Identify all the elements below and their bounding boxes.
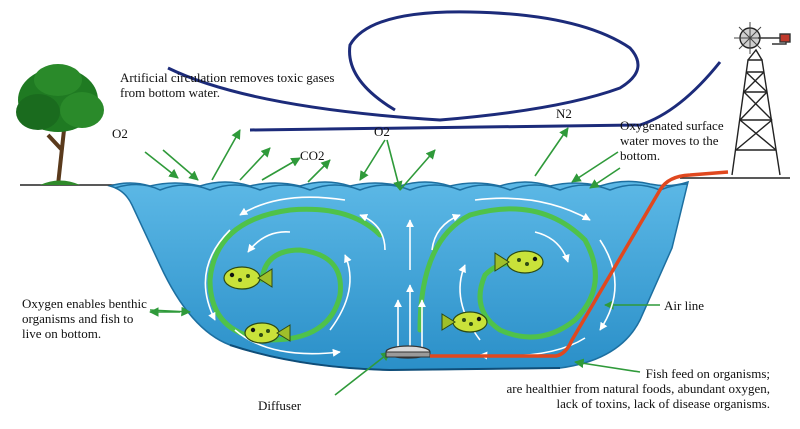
air-line-pipe: [430, 170, 729, 358]
label-oxygen-benthic: Oxygen enables benthic organisms and fis…: [22, 296, 152, 341]
fish-1: [223, 266, 273, 290]
fish-4: [441, 311, 488, 333]
label-diffuser: Diffuser: [258, 398, 302, 413]
fish-2: [244, 322, 291, 344]
label-artificial-circulation-text: Artificial circulation removes toxic gas…: [120, 70, 335, 100]
label-fish-feed-line1: Fish feed on organisms;: [645, 366, 770, 381]
circulation-wind-line: [249, 61, 722, 132]
label-air-line: Air line: [664, 298, 705, 313]
label-oxygen-benthic-text: Oxygen enables benthic organisms and fis…: [22, 296, 147, 341]
label-fish-feed-line3: lack of toxins, lack of disease organism…: [556, 396, 771, 411]
windmill: [731, 22, 791, 176]
circulation-loop-line: [167, 10, 640, 122]
label-oxygenated-text: Oxygenated surface water moves to the bo…: [620, 118, 724, 163]
label-fish-feed: Fish feed on organisms; are healthier fr…: [506, 366, 770, 411]
fish-3: [494, 250, 544, 274]
label-co2: CO2: [300, 148, 325, 163]
pond-bottom: [229, 344, 561, 372]
gas-exchange-arrows: [144, 127, 660, 396]
label-oxygenated: Oxygenated surface water moves to the bo…: [620, 118, 730, 163]
pond-water: [107, 180, 690, 371]
water-surface: [114, 183, 689, 191]
label-o2-center: O2: [374, 124, 390, 139]
tree: [16, 64, 104, 186]
label-fish-feed-line2: are healthier from natural foods, abunda…: [506, 381, 770, 396]
label-artificial-circulation: Artificial circulation removes toxic gas…: [120, 70, 350, 100]
diffuser-unit: [385, 345, 431, 359]
label-o2-left: O2: [112, 126, 128, 141]
water-flow-arrows: [204, 196, 616, 360]
label-n2: N2: [556, 106, 572, 121]
